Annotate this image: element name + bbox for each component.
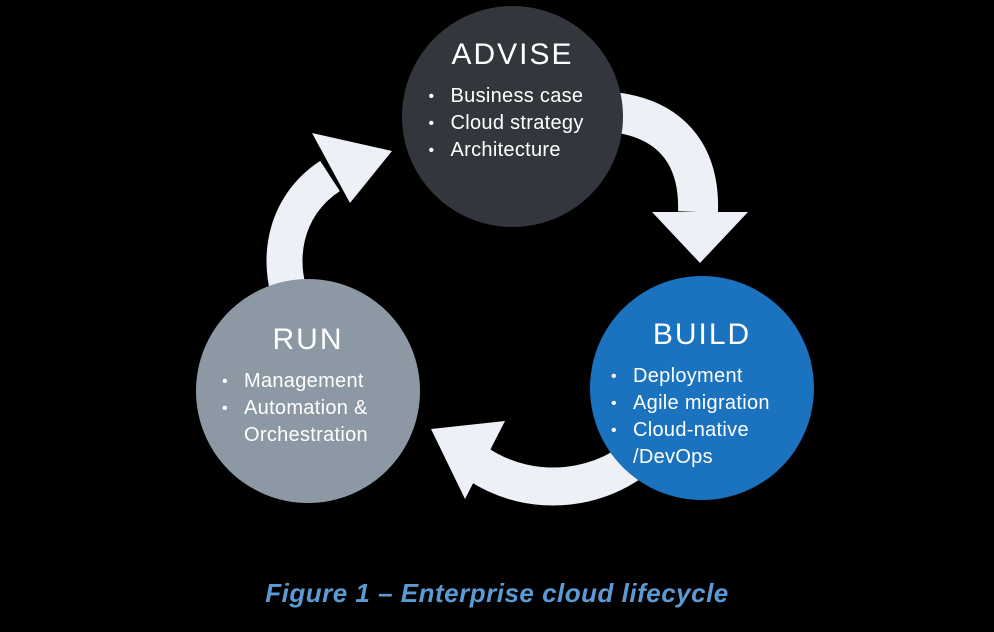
bullet-icon: • (611, 368, 617, 385)
list-item-label: Agile migration (633, 392, 770, 414)
figure-caption: Figure 1 – Enterprise cloud lifecycle (265, 578, 729, 608)
node-build: BUILD • Deployment • Agile migration • C… (590, 276, 814, 500)
list-item: • Management (220, 368, 396, 395)
list-item: • Automation & Orchestration (220, 395, 396, 449)
list-item-label: Architecture (450, 139, 561, 161)
list-item-label: Deployment (633, 365, 743, 387)
list-item: • Architecture (427, 137, 599, 164)
node-advise-items: • Business case • Cloud strategy • Archi… (427, 83, 599, 164)
node-build-items: • Deployment • Agile migration • Cloud-n… (609, 363, 795, 471)
node-run: RUN • Management • Automation & Orchestr… (196, 279, 420, 503)
list-item: • Cloud-native /DevOps (609, 417, 795, 471)
list-item: • Agile migration (609, 390, 795, 417)
list-item-label: Management (244, 370, 364, 392)
arrow-advise-to-build-head (652, 212, 748, 263)
list-item: • Business case (427, 83, 599, 110)
arrow-advise-to-build-tail (609, 92, 719, 213)
node-advise: ADVISE • Business case • Cloud strategy … (402, 6, 623, 227)
node-advise-title: ADVISE (451, 38, 574, 71)
list-item-label: Automation & Orchestration (244, 397, 368, 446)
arrow-build-to-run-head (431, 421, 505, 499)
arrow-run-to-advise-head (312, 133, 392, 203)
list-item: • Deployment (609, 363, 795, 390)
node-run-items: • Management • Automation & Orchestratio… (220, 368, 396, 449)
bullet-icon: • (428, 142, 435, 159)
bullet-icon: • (428, 88, 435, 105)
bullet-icon: • (611, 422, 617, 439)
node-run-title: RUN (272, 323, 344, 356)
bullet-icon: • (222, 400, 228, 417)
list-item-label: Business case (450, 85, 584, 107)
list-item-label: Cloud-native /DevOps (633, 419, 749, 468)
list-item-label: Cloud strategy (450, 112, 584, 134)
bullet-icon: • (428, 115, 435, 132)
node-build-title: BUILD (652, 318, 752, 351)
bullet-icon: • (611, 395, 617, 412)
arrow-advise-to-build-icon (609, 92, 748, 263)
bullet-icon: • (222, 373, 228, 390)
list-item: • Cloud strategy (427, 110, 599, 137)
